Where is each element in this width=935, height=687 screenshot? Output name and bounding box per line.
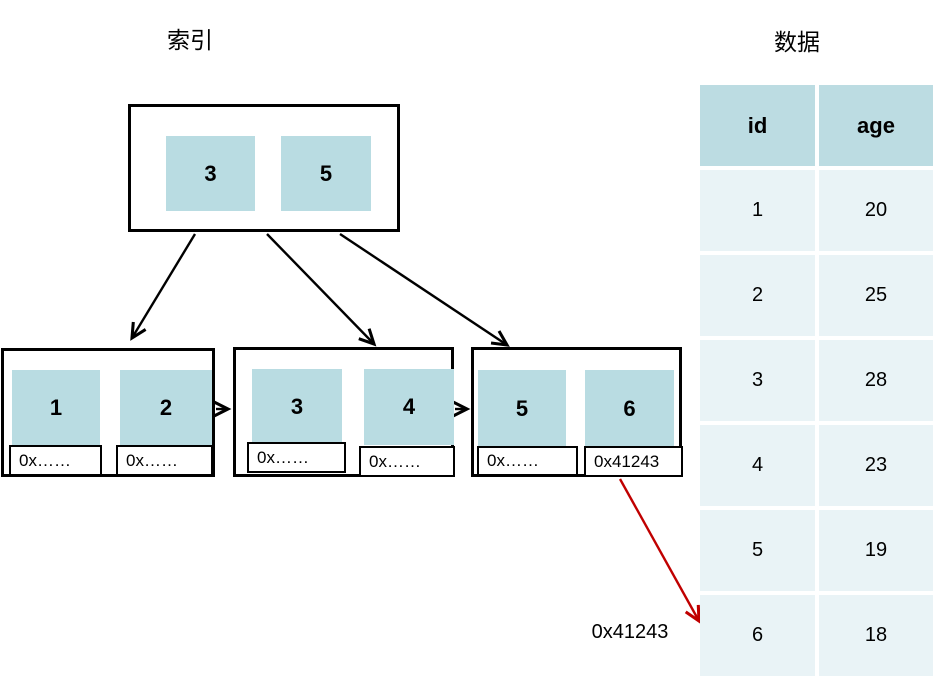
leaf-pointer-cell: 0x…… [359, 446, 455, 477]
leaf-key-cell: 6 [585, 370, 674, 447]
root-to-leaf1-arrow [130, 233, 197, 341]
leaf-key-cell: 1 [12, 370, 100, 445]
table-cell-age: 28 [819, 340, 933, 421]
leaf-key-cell: 2 [120, 370, 212, 445]
data-table: id age 1 20 2 25 3 28 4 23 5 19 6 18 [700, 85, 933, 676]
root-node: 3 5 [128, 104, 400, 232]
leaf-node-1: 1 2 0x…… 0x…… [1, 348, 215, 477]
table-cell-id: 1 [700, 170, 815, 251]
index-section-title: 索引 [167, 27, 213, 53]
root-key-cell: 5 [281, 136, 371, 211]
leaf-pointer-cell: 0x…… [477, 446, 578, 476]
leaf-node-2: 3 4 0x…… 0x…… [233, 347, 455, 477]
leaf-pointer-cell: 0x…… [247, 442, 346, 473]
table-cell-id: 6 [700, 595, 815, 676]
leaf-pointer-cell: 0x…… [116, 445, 213, 476]
table-cell-age: 25 [819, 255, 933, 336]
table-cell-id: 3 [700, 340, 815, 421]
table-header-age: age [819, 85, 933, 166]
leaf-key-cell: 5 [478, 370, 566, 447]
table-cell-id: 2 [700, 255, 815, 336]
address-label: 0x41243 [591, 621, 669, 643]
root-to-leaf3-arrow [339, 233, 510, 347]
table-header-id: id [700, 85, 815, 166]
data-section-title: 数据 [774, 29, 820, 55]
pointer-to-data-row-arrow [618, 478, 701, 624]
leaf-pointer-cell: 0x41243 [584, 446, 683, 477]
leaf-key-cell: 4 [364, 369, 454, 445]
root-to-leaf2-arrow [266, 233, 377, 347]
table-cell-age: 23 [819, 425, 933, 506]
leaf-pointer-cell: 0x…… [9, 445, 102, 476]
leaf-key-cell: 3 [252, 369, 342, 445]
table-cell-age: 18 [819, 595, 933, 676]
table-cell-id: 5 [700, 510, 815, 591]
table-cell-age: 19 [819, 510, 933, 591]
root-key-cell: 3 [166, 136, 255, 211]
leaf-node-3: 5 6 0x…… 0x41243 [471, 347, 683, 477]
table-cell-id: 4 [700, 425, 815, 506]
table-cell-age: 20 [819, 170, 933, 251]
